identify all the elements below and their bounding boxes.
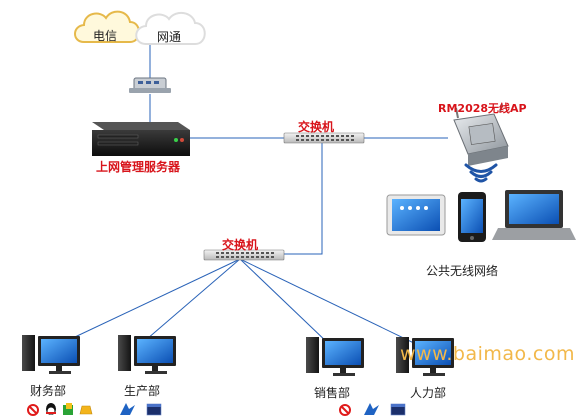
- link-switch-hr: [239, 258, 419, 346]
- computer-hr-icon: [396, 337, 454, 376]
- computer-sales-icon: [306, 337, 364, 376]
- bird-icon: [120, 403, 135, 415]
- switch-mid-icon: [203, 249, 285, 261]
- watermark-text: www.baimao.com: [400, 343, 575, 365]
- finance-icons-row: [27, 403, 162, 416]
- tablet-icon: [386, 194, 446, 236]
- block-icon: [27, 404, 39, 416]
- wifi-icon: [464, 163, 498, 183]
- computer-finance-icon: [22, 335, 80, 374]
- link-switch-switch: [282, 143, 323, 255]
- window-icon: [390, 403, 406, 416]
- department-label-sales: 销售部: [314, 386, 351, 400]
- gold-icon: [79, 405, 93, 415]
- department-label-hr: 人力部: [410, 386, 447, 400]
- cloud-telecom-label: 电信: [93, 29, 118, 43]
- window-icon: [146, 403, 162, 416]
- link-switch-production: [139, 258, 241, 346]
- wireless-ap-icon: [453, 103, 509, 166]
- phone-icon: [458, 192, 486, 242]
- block-icon: [339, 404, 351, 416]
- game-icon: [63, 403, 73, 415]
- cloud-netcom-icon: [135, 11, 206, 45]
- switch-mid-label: 交换机: [222, 238, 259, 252]
- switch-top-label: 交换机: [298, 120, 335, 134]
- server-label: 上网管理服务器: [96, 160, 181, 174]
- public-wireless-label: 公共无线网络: [426, 264, 499, 278]
- ap-label: RM2028无线AP: [438, 102, 527, 115]
- server-icon: [92, 122, 190, 156]
- department-label-production: 生产部: [124, 384, 161, 398]
- link-switch-sales: [239, 258, 331, 346]
- laptop-icon: [492, 190, 576, 240]
- computer-production-icon: [118, 335, 176, 374]
- switch-top-icon: [283, 132, 365, 144]
- cloud-netcom-label: 网通: [157, 30, 182, 44]
- department-label-finance: 财务部: [30, 384, 67, 398]
- connection-lines: [57, 36, 448, 346]
- bird-icon: [364, 403, 379, 415]
- sales-icons-row: [339, 403, 406, 416]
- link-switch-finance: [57, 258, 241, 346]
- router-icon: [129, 77, 171, 93]
- qq-icon: [46, 403, 56, 415]
